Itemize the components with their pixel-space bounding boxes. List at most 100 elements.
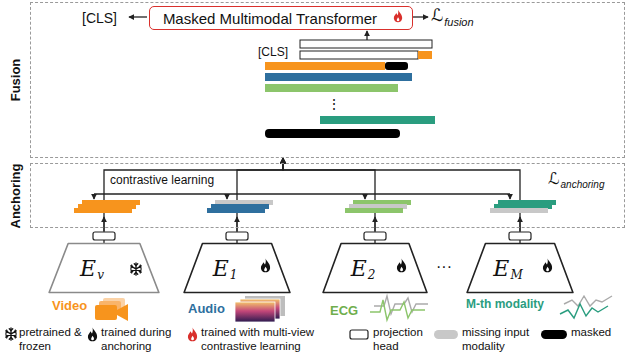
embedding-bars <box>207 208 265 213</box>
legend-swatch <box>541 330 567 339</box>
encoder-symbol: E <box>493 256 509 281</box>
token-stack <box>265 31 435 138</box>
encoder-symbol: E <box>213 256 229 281</box>
projection-heads <box>226 232 248 240</box>
encoder: E1 <box>183 243 291 293</box>
projection-heads <box>374 217 375 231</box>
annotation: contrastive learning <box>110 174 214 188</box>
encoder-subscript: 2 <box>368 268 376 282</box>
token-stack <box>418 51 432 59</box>
projection-heads <box>509 232 531 240</box>
legend-text: missing input modality <box>462 325 536 353</box>
token-stack <box>320 116 435 124</box>
token-stack <box>265 129 400 138</box>
cls-arrows <box>129 16 147 17</box>
token-label: [CLS] <box>258 46 288 60</box>
transformer-box: Masked Multimodal Transformer <box>149 6 413 30</box>
projection-heads <box>364 232 386 240</box>
legend-icons <box>188 328 197 342</box>
ellipsis: ⋮ <box>327 96 341 112</box>
token-stack <box>265 62 385 70</box>
contrastive-arrows <box>364 194 365 199</box>
encoder-label: Ev <box>48 243 160 293</box>
loss-subscript: fusion <box>444 16 473 29</box>
loss-subscript: anchoring <box>561 179 605 191</box>
video-icon <box>117 304 128 321</box>
encoder-symbol: E <box>351 256 367 281</box>
ellipsis: ··· <box>436 258 452 276</box>
legend-text: trained during anchoring <box>101 325 183 353</box>
modality-name: Audio <box>188 302 225 317</box>
legend-swatch <box>434 330 458 339</box>
ecg-icon <box>370 300 425 320</box>
legend-text: projection head <box>373 325 431 353</box>
embedding-bars <box>345 208 403 213</box>
cls-arrows <box>413 16 428 17</box>
encoder-label: E2 <box>322 243 428 293</box>
encoder-icons <box>261 259 270 273</box>
fusion-region: FusionMasked Multimodal Transformer <box>30 2 625 158</box>
projection-heads <box>103 217 104 231</box>
embedding-bars <box>74 208 132 213</box>
region-title: Fusion <box>8 59 23 102</box>
encoder-subscript: v <box>97 268 104 282</box>
video-icon <box>95 298 128 321</box>
spectrogram-icon <box>235 296 285 322</box>
legend-text: trained with multi-view contrastive lear… <box>201 325 343 353</box>
contrastive-arrows <box>94 193 510 194</box>
embedding-bars <box>490 208 548 213</box>
encoder-icons <box>397 259 406 273</box>
encoder-icons <box>543 259 552 273</box>
signal-icon <box>560 304 608 318</box>
contrastive-arrows <box>94 194 510 199</box>
encoder-label: E1 <box>183 243 291 293</box>
contrastive-arrows <box>226 194 227 199</box>
legend-icons <box>350 330 368 339</box>
contrastive-arrows <box>509 194 510 199</box>
projection-heads <box>236 217 237 231</box>
token-stack <box>385 62 408 70</box>
legend-text: masked <box>571 325 626 339</box>
trapezoid-outline <box>467 244 573 293</box>
encoder: EM <box>466 243 574 293</box>
embedding-bars <box>74 200 556 213</box>
contrastive-arrows <box>93 194 94 199</box>
legend-text: pretrained & frozen <box>19 325 83 353</box>
loss-symbol: ℒ <box>431 6 443 26</box>
flame-icon <box>394 10 402 23</box>
modality-name: Video <box>52 299 87 314</box>
token-stack <box>265 84 398 92</box>
spectrogram-icon <box>235 302 275 322</box>
projection-heads <box>93 217 531 240</box>
modality-name: M-th modality <box>466 298 544 312</box>
anchoring-region: Anchoring <box>30 163 625 228</box>
encoder-symbol: E <box>80 256 96 281</box>
encoder-icons <box>131 263 142 275</box>
encoder: E2 <box>322 243 428 293</box>
projection-heads <box>519 217 520 231</box>
modality-name: ECG <box>330 304 358 319</box>
encoder-subscript: M <box>510 268 522 282</box>
trapezoid-outline <box>48 243 160 293</box>
token-stack <box>265 73 412 81</box>
encoder-subscript: 1 <box>230 268 238 282</box>
connector <box>283 158 520 243</box>
legend-icons <box>6 328 17 340</box>
video-icon <box>95 305 117 320</box>
token-stack <box>300 51 418 59</box>
loss-symbol: ℒ <box>548 170 560 188</box>
signal-icon <box>564 296 612 306</box>
token-stack <box>366 31 367 40</box>
encoder: Ev <box>48 243 160 293</box>
region-title: Anchoring <box>8 163 23 228</box>
legend-icons <box>88 328 97 342</box>
trapezoid-outline <box>49 244 159 293</box>
trapezoid-outline <box>184 244 290 293</box>
token-label: [CLS] <box>82 10 117 26</box>
ecg-icon <box>370 296 428 320</box>
encoder-label: EM <box>466 243 574 293</box>
box-title: Masked Multimodal Transformer <box>163 10 377 27</box>
signal-icon <box>560 296 612 318</box>
token-stack <box>300 40 432 48</box>
projection-heads <box>93 232 115 240</box>
